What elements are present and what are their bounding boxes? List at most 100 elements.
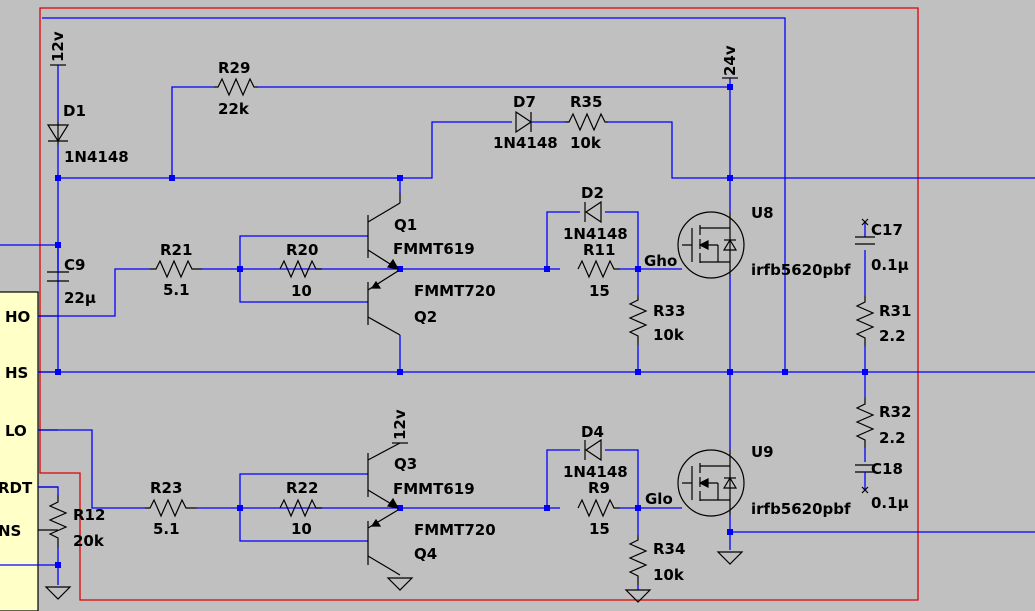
svg-text:Q3: Q3	[394, 455, 417, 473]
svg-text:12v: 12v	[391, 409, 409, 440]
svg-text:15: 15	[589, 520, 610, 538]
transistor-q1[interactable]: Q1 FMMT619	[367, 193, 475, 270]
resistor-r31[interactable]: R31 2.2	[855, 296, 911, 346]
svg-text:R11: R11	[583, 241, 615, 259]
svg-text:R29: R29	[218, 59, 250, 77]
svg-text:10k: 10k	[653, 326, 685, 344]
resistor-r29[interactable]: R29 22k	[214, 59, 258, 118]
ground-symbol	[624, 589, 652, 603]
svg-text:Q1: Q1	[394, 216, 417, 234]
svg-text:22µ: 22µ	[64, 289, 96, 307]
svg-text:24v: 24v	[721, 45, 739, 76]
capacitor-c18[interactable]: C18 0.1µ	[855, 460, 909, 512]
svg-text:12v: 12v	[49, 31, 67, 62]
resistor-r23[interactable]: R23 5.1	[145, 479, 197, 538]
svg-text:Q2: Q2	[414, 308, 437, 326]
svg-text:R23: R23	[150, 479, 182, 497]
resistor-r20[interactable]: R20 10	[279, 241, 322, 300]
svg-text:D2: D2	[581, 184, 604, 202]
svg-text:20k: 20k	[73, 532, 105, 550]
svg-text:R31: R31	[879, 302, 911, 320]
resistor-r32[interactable]: R32 2.2	[855, 398, 911, 448]
ic-pin-ho: HO	[5, 308, 30, 326]
resistor-r34[interactable]: R34 10k	[628, 535, 685, 585]
junctions	[55, 84, 868, 568]
svg-text:22k: 22k	[218, 100, 250, 118]
diode-d2[interactable]: D2 1N4148	[563, 184, 628, 243]
svg-text:R12: R12	[73, 506, 105, 524]
svg-text:C17: C17	[871, 221, 903, 239]
svg-text:1N4148: 1N4148	[563, 225, 628, 243]
svg-text:2.2: 2.2	[879, 429, 906, 447]
svg-text:0.1µ: 0.1µ	[871, 256, 909, 274]
net-label-glo: Glo	[645, 490, 673, 508]
svg-text:R35: R35	[570, 93, 602, 111]
svg-text:FMMT720: FMMT720	[414, 282, 496, 300]
svg-text:5.1: 5.1	[163, 281, 190, 299]
ic-pin-rdt: RDT	[0, 479, 33, 497]
transistor-q3[interactable]: Q3 FMMT619	[367, 442, 475, 509]
svg-text:FMMT619: FMMT619	[393, 480, 475, 498]
svg-text:2.2: 2.2	[879, 327, 906, 345]
svg-text:R33: R33	[653, 302, 685, 320]
capacitor-c17[interactable]: C17 0.1µ	[855, 218, 909, 274]
resistor-r12[interactable]: R12 20k	[48, 495, 105, 550]
resistor-r35[interactable]: R35 10k	[565, 93, 608, 152]
net-label-gho: Gho	[644, 252, 677, 270]
svg-text:U9: U9	[751, 443, 774, 461]
svg-text:1N4148: 1N4148	[64, 148, 129, 166]
ground-symbol	[716, 551, 744, 565]
resistor-r11[interactable]: R11 15	[577, 241, 620, 300]
ground-symbol	[44, 586, 72, 600]
mosfet-u9[interactable]: U9 irfb5620pbf	[677, 443, 851, 518]
svg-text:R32: R32	[879, 403, 911, 421]
diode-d4[interactable]: D4 1N4148	[563, 423, 628, 481]
resistor-r21[interactable]: R21 5.1	[150, 241, 202, 299]
ic-pin-ns: NS	[0, 522, 21, 540]
resistor-r22[interactable]: R22 10	[279, 479, 322, 538]
svg-text:15: 15	[589, 282, 610, 300]
svg-text:C18: C18	[871, 460, 903, 478]
svg-text:D7: D7	[513, 93, 536, 111]
svg-text:R20: R20	[286, 241, 318, 259]
resistor-r33[interactable]: R33 10k	[628, 295, 685, 345]
transistor-q2[interactable]: FMMT720 Q2	[367, 270, 496, 336]
transistor-q4[interactable]: FMMT720 Q4	[367, 509, 496, 591]
svg-text:10k: 10k	[653, 566, 685, 584]
svg-text:10: 10	[291, 520, 312, 538]
selection-box	[39, 7, 919, 601]
svg-text:irfb5620pbf: irfb5620pbf	[751, 500, 851, 518]
resistor-r9[interactable]: R9 15	[577, 479, 620, 538]
svg-text:R22: R22	[286, 479, 318, 497]
svg-text:irfb5620pbf: irfb5620pbf	[751, 261, 851, 279]
mosfet-u8[interactable]: U8 irfb5620pbf	[677, 204, 851, 279]
svg-text:10k: 10k	[570, 134, 602, 152]
gate-driver-ic[interactable]: HO HS LO RDT NS	[0, 291, 58, 611]
svg-text:D4: D4	[581, 423, 604, 441]
ic-pin-lo: LO	[5, 422, 27, 440]
svg-text:FMMT619: FMMT619	[393, 240, 475, 258]
svg-text:D1: D1	[63, 102, 86, 120]
net-24v[interactable]: 24v	[721, 45, 739, 79]
svg-text:10: 10	[291, 282, 312, 300]
ic-body	[0, 291, 39, 611]
svg-text:C9: C9	[64, 256, 85, 274]
svg-text:Q4: Q4	[414, 545, 437, 563]
svg-text:U8: U8	[751, 204, 774, 222]
net-12v-top[interactable]: 12v	[49, 31, 67, 66]
net-12v-q3[interactable]: 12v	[391, 409, 409, 444]
svg-text:FMMT720: FMMT720	[414, 521, 496, 539]
wires	[0, 17, 1035, 590]
svg-text:R9: R9	[588, 479, 610, 497]
capacitor-c9[interactable]: C9 22µ	[47, 245, 96, 307]
svg-text:1N4148: 1N4148	[563, 463, 628, 481]
svg-text:0.1µ: 0.1µ	[871, 494, 909, 512]
svg-text:5.1: 5.1	[153, 520, 180, 538]
svg-text:R21: R21	[160, 241, 192, 259]
svg-text:R34: R34	[653, 540, 685, 558]
diode-d1[interactable]: D1 1N4148	[46, 102, 129, 166]
ic-pin-hs: HS	[5, 364, 28, 382]
svg-text:1N4148: 1N4148	[493, 134, 558, 152]
diode-d7[interactable]: D7 1N4148	[493, 93, 565, 152]
